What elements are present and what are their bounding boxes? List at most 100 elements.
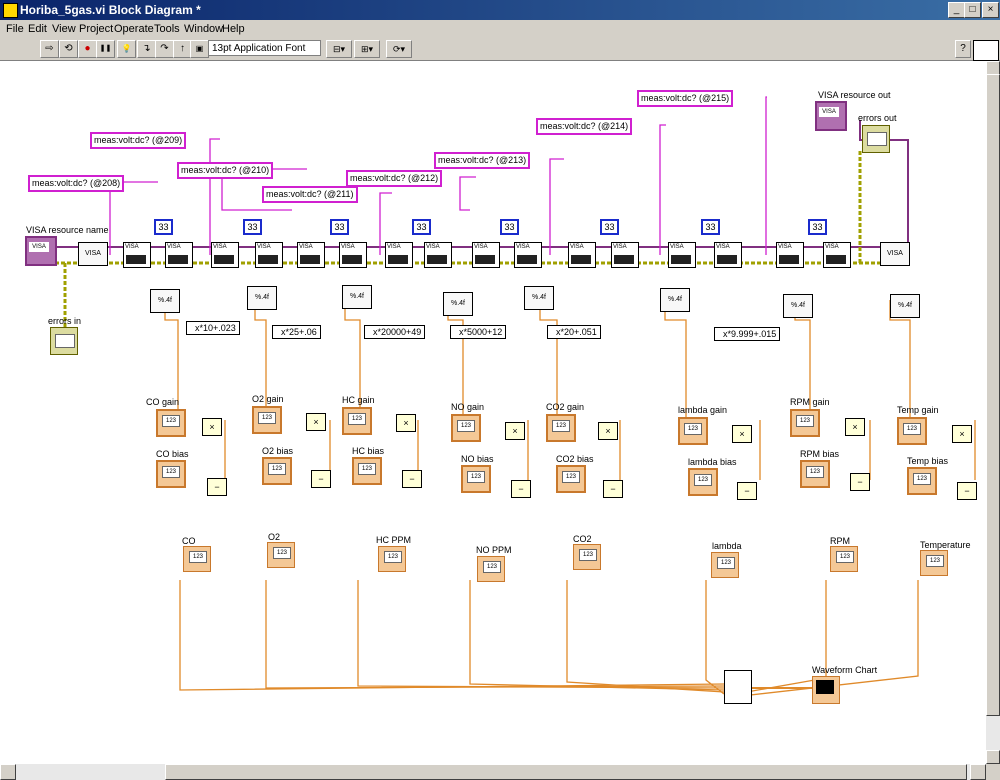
title-bar[interactable]: Horiba_5gas.vi Block Diagram * _ □ × bbox=[0, 0, 1000, 20]
bias-control[interactable]: 123 bbox=[688, 468, 718, 496]
output-indicator[interactable]: 123 bbox=[267, 542, 295, 568]
output-indicator[interactable]: 123 bbox=[920, 550, 948, 576]
expression-node[interactable]: x*9.999+.015 bbox=[714, 327, 781, 341]
visa-write-subvi[interactable]: VISA bbox=[668, 242, 696, 268]
scan-from-string-subvi[interactable]: %.4f bbox=[783, 294, 813, 318]
highlight-execution-icon[interactable]: 💡 bbox=[117, 40, 136, 58]
multiply-function[interactable]: × bbox=[396, 414, 416, 432]
visa-resource-name-control[interactable]: VISA bbox=[25, 236, 57, 266]
close-button[interactable]: × bbox=[982, 2, 999, 18]
horizontal-scroll-thumb[interactable] bbox=[165, 764, 967, 780]
scroll-right-icon[interactable] bbox=[970, 764, 986, 780]
visa-write-subvi[interactable]: VISA bbox=[776, 242, 804, 268]
bias-control[interactable]: 123 bbox=[907, 467, 937, 495]
visa-read-subvi[interactable]: VISA bbox=[611, 242, 639, 268]
gain-control[interactable]: 123 bbox=[546, 414, 576, 442]
menu-file[interactable]: File bbox=[6, 23, 24, 35]
gain-control[interactable]: 123 bbox=[790, 409, 820, 437]
visa-write-subvi[interactable]: VISA bbox=[123, 242, 151, 268]
maximize-button[interactable]: □ bbox=[964, 2, 981, 18]
output-indicator[interactable]: 123 bbox=[711, 552, 739, 578]
pause-icon[interactable]: ❚❚ bbox=[96, 40, 115, 58]
gain-control[interactable]: 123 bbox=[156, 409, 186, 437]
horizontal-scrollbar[interactable] bbox=[0, 764, 986, 780]
scan-from-string-subvi[interactable]: %.4f bbox=[660, 288, 690, 312]
step-over-icon[interactable]: ↷ bbox=[155, 40, 174, 58]
scroll-left-icon[interactable] bbox=[0, 764, 16, 780]
visa-read-subvi[interactable]: VISA bbox=[165, 242, 193, 268]
align-objects-icon[interactable]: ⊟▾ bbox=[326, 40, 352, 58]
output-indicator[interactable]: 123 bbox=[830, 546, 858, 572]
multiply-function[interactable]: × bbox=[845, 418, 865, 436]
output-indicator[interactable]: 123 bbox=[183, 546, 211, 572]
subtract-function[interactable]: − bbox=[511, 480, 531, 498]
menu-project[interactable]: Project bbox=[79, 23, 114, 35]
subtract-function[interactable]: − bbox=[207, 478, 227, 496]
scan-from-string-subvi[interactable]: %.4f bbox=[342, 285, 372, 309]
bias-control[interactable]: 123 bbox=[156, 460, 186, 488]
errors-out-indicator[interactable] bbox=[862, 125, 890, 153]
visa-write-subvi[interactable]: VISA bbox=[472, 242, 500, 268]
menu-edit[interactable]: Edit bbox=[28, 23, 47, 35]
menu-operate[interactable]: Operate bbox=[114, 23, 154, 35]
multiply-function[interactable]: × bbox=[306, 413, 326, 431]
subtract-function[interactable]: − bbox=[311, 470, 331, 488]
multiply-function[interactable]: × bbox=[505, 422, 525, 440]
help-icon[interactable]: ? bbox=[955, 40, 971, 58]
expression-node[interactable]: x*20000+49 bbox=[364, 325, 426, 339]
subtract-function[interactable]: − bbox=[737, 482, 757, 500]
vertical-scrollbar[interactable] bbox=[986, 61, 1000, 764]
bias-control[interactable]: 123 bbox=[262, 457, 292, 485]
expression-node[interactable]: x*10+.023 bbox=[186, 321, 240, 335]
output-indicator[interactable]: 123 bbox=[378, 546, 406, 572]
subtract-function[interactable]: − bbox=[850, 473, 870, 491]
run-arrow-icon[interactable]: ⇨ bbox=[40, 40, 59, 58]
gain-control[interactable]: 123 bbox=[451, 414, 481, 442]
menu-help[interactable]: Help bbox=[222, 23, 245, 35]
scan-from-string-subvi[interactable]: %.4f bbox=[524, 286, 554, 310]
distribute-objects-icon[interactable]: ⊞▾ bbox=[354, 40, 380, 58]
menu-view[interactable]: View bbox=[52, 23, 76, 35]
subtract-function[interactable]: − bbox=[402, 470, 422, 488]
subtract-function[interactable]: − bbox=[603, 480, 623, 498]
visa-write-subvi[interactable]: VISA bbox=[297, 242, 325, 268]
visa-close-subvi[interactable]: VISA bbox=[880, 242, 910, 266]
multiply-function[interactable]: × bbox=[202, 418, 222, 436]
bias-control[interactable]: 123 bbox=[800, 460, 830, 488]
visa-resource-out-indicator[interactable]: VISA bbox=[815, 101, 847, 131]
expression-node[interactable]: x*25+.06 bbox=[272, 325, 321, 339]
vi-icon[interactable] bbox=[973, 40, 999, 61]
visa-write-subvi[interactable]: VISA bbox=[568, 242, 596, 268]
multiply-function[interactable]: × bbox=[952, 425, 972, 443]
scan-from-string-subvi[interactable]: %.4f bbox=[443, 292, 473, 316]
visa-read-subvi[interactable]: VISA bbox=[255, 242, 283, 268]
multiply-function[interactable]: × bbox=[732, 425, 752, 443]
abort-icon[interactable]: ● bbox=[78, 40, 97, 58]
gain-control[interactable]: 123 bbox=[342, 407, 372, 435]
output-indicator[interactable]: 123 bbox=[573, 544, 601, 570]
bias-control[interactable]: 123 bbox=[352, 457, 382, 485]
visa-write-subvi[interactable]: VISA bbox=[211, 242, 239, 268]
bias-control[interactable]: 123 bbox=[556, 465, 586, 493]
scroll-down-icon[interactable] bbox=[986, 750, 1000, 764]
run-continuously-icon[interactable]: ⟲ bbox=[59, 40, 78, 58]
vertical-scroll-thumb[interactable] bbox=[986, 74, 1000, 716]
reorder-icon[interactable]: ⟳▾ bbox=[386, 40, 412, 58]
font-select[interactable]: 13pt Application Font bbox=[208, 40, 321, 56]
minimize-button[interactable]: _ bbox=[948, 2, 965, 18]
subtract-function[interactable]: − bbox=[957, 482, 977, 500]
errors-in-control[interactable] bbox=[50, 327, 78, 355]
multiply-function[interactable]: × bbox=[598, 422, 618, 440]
visa-write-subvi[interactable]: VISA bbox=[385, 242, 413, 268]
bias-control[interactable]: 123 bbox=[461, 465, 491, 493]
build-array-function[interactable] bbox=[724, 670, 752, 704]
scan-from-string-subvi[interactable]: %.4f bbox=[890, 294, 920, 318]
scan-from-string-subvi[interactable]: %.4f bbox=[247, 286, 277, 310]
visa-read-subvi[interactable]: VISA bbox=[424, 242, 452, 268]
output-indicator[interactable]: 123 bbox=[477, 556, 505, 582]
menu-tools[interactable]: Tools bbox=[154, 23, 180, 35]
expression-node[interactable]: x*5000+12 bbox=[450, 325, 507, 339]
visa-read-subvi[interactable]: VISA bbox=[823, 242, 851, 268]
retain-wire-values-icon[interactable]: ▣ bbox=[190, 40, 209, 58]
